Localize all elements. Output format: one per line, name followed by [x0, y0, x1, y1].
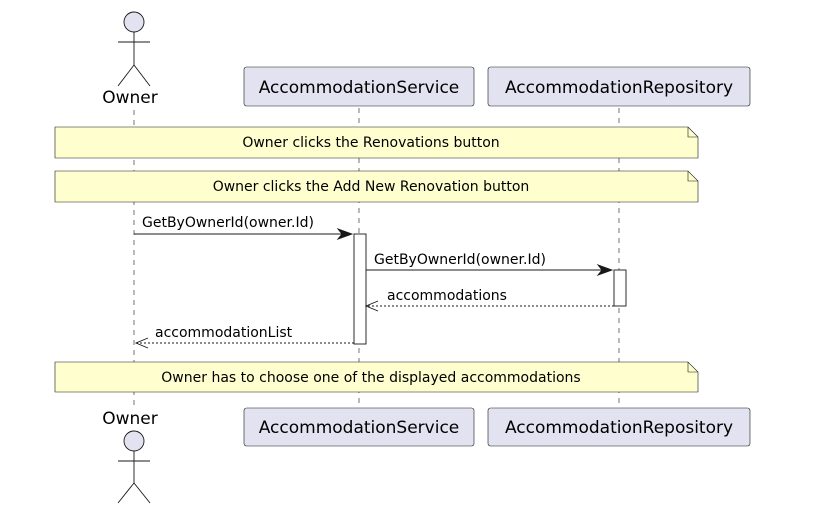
owner-label-bottom: Owner — [102, 409, 158, 429]
arrow-head-icon — [364, 300, 379, 312]
message-label: GetByOwnerId(owner.Id) — [142, 215, 314, 231]
service-label-bottom: AccommodationService — [259, 418, 460, 438]
service-participant-top: AccommodationService — [243, 66, 475, 107]
repository-label-top: AccommodationRepository — [505, 78, 733, 98]
owner-actor-bottom: Owner — [102, 409, 158, 504]
service-participant-bottom: AccommodationService — [243, 407, 475, 447]
actor-icon — [117, 11, 151, 87]
arrow-head-icon — [134, 337, 149, 349]
participant-box — [487, 407, 751, 447]
message-accommodation-list-return: accommodationList — [134, 325, 354, 349]
message-get-by-owner-id-1: GetByOwnerId(owner.Id) — [134, 215, 354, 240]
note-choose-accommodation: Owner has to choose one of the displayed… — [54, 361, 699, 393]
participant-box — [243, 407, 475, 447]
actor-icon — [117, 430, 151, 504]
repository-activation-bar — [613, 269, 627, 307]
repository-participant-top: AccommodationRepository — [487, 66, 751, 107]
note-renovations: Owner clicks the Renovations button — [54, 126, 699, 159]
message-label: accommodationList — [155, 325, 293, 341]
note-text: Owner clicks the Renovations button — [242, 135, 499, 151]
note-text: Owner has to choose one of the displayed… — [161, 370, 580, 386]
message-get-by-owner-id-2: GetByOwnerId(owner.Id) — [366, 252, 614, 276]
note-text: Owner clicks the Add New Renovation butt… — [213, 179, 530, 195]
owner-actor-top: Owner — [102, 11, 158, 108]
service-label-top: AccommodationService — [259, 78, 460, 98]
note-add-new-renovation: Owner clicks the Add New Renovation butt… — [54, 170, 699, 203]
repository-participant-bottom: AccommodationRepository — [487, 407, 751, 447]
service-activation-bar — [353, 233, 367, 345]
arrow-head-icon — [596, 264, 614, 276]
message-accommodations-return: accommodations — [364, 288, 614, 312]
arrow-head-icon — [336, 228, 354, 240]
repository-label-bottom: AccommodationRepository — [505, 418, 733, 438]
message-label: accommodations — [387, 288, 507, 304]
owner-label-top: Owner — [102, 88, 158, 108]
participant-box — [487, 66, 751, 107]
participant-box — [243, 66, 475, 107]
message-label: GetByOwnerId(owner.Id) — [374, 252, 546, 268]
